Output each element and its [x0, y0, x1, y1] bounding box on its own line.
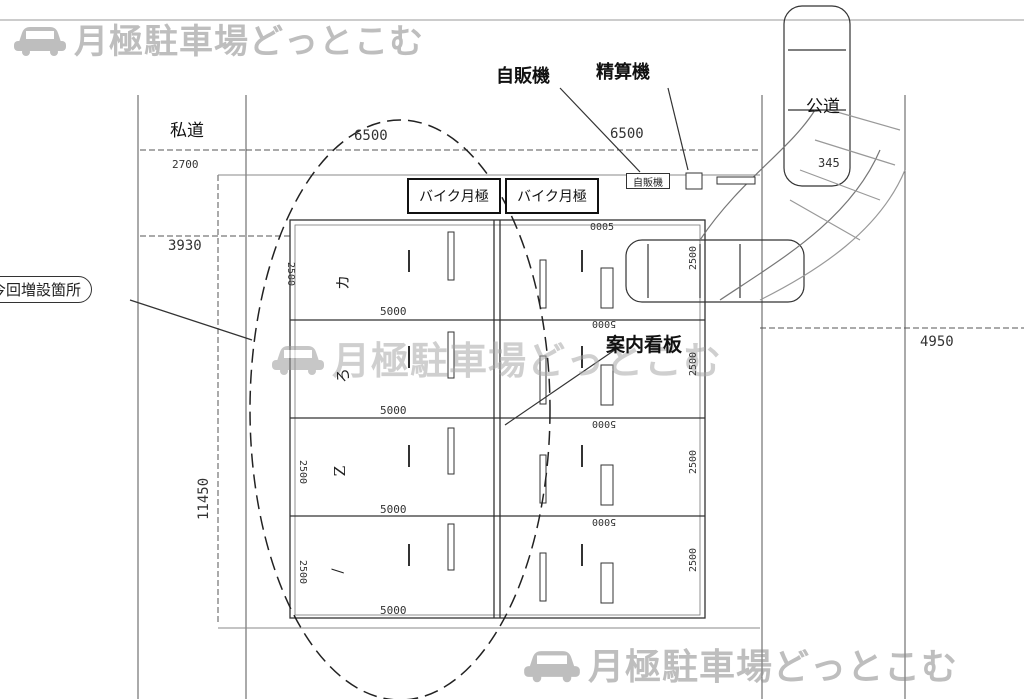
dim-11450: 11450 — [196, 477, 212, 520]
car-icon — [14, 26, 66, 56]
dim-slot-length-bottom: 5000 — [380, 604, 407, 617]
dim-3930: 3930 — [168, 238, 202, 254]
bike-sign-left: バイク月極 — [407, 178, 501, 214]
dim-slot-width: 2500 — [688, 245, 699, 270]
car-icon — [272, 345, 324, 375]
dim-slot-width: 2500 — [688, 547, 699, 572]
dim-slot-length: 5000 — [380, 503, 407, 516]
bike-sign-right: バイク月極 — [505, 178, 599, 214]
watermark-text: 月極駐車場どっとこむ — [588, 647, 959, 688]
dim-0005: 0005 — [590, 222, 615, 233]
info-sign-label: 案内看板 — [606, 334, 683, 356]
dim-slot-width: 2500 — [297, 460, 308, 485]
slot-number-3: Z — [331, 465, 350, 477]
watermark-middle: 月極駐車場どっとこむ — [270, 330, 722, 385]
dim-slot-width: 2500 — [688, 351, 699, 376]
dim-slot-width: 2500 — [688, 449, 699, 474]
dim-slot-length: 5000 — [592, 318, 617, 329]
watermark-bottom: 月極駐車場どっとこむ — [522, 638, 958, 690]
watermark-text: 月極駐車場どっとこむ — [74, 22, 424, 62]
dim-4950: 4950 — [920, 334, 954, 350]
dim-width-right: 6500 — [610, 126, 644, 142]
slot-number-4: / — [328, 568, 347, 574]
dim-slot-length: 5000 — [592, 516, 617, 527]
car-icon — [524, 651, 580, 683]
dim-345: 345 — [818, 156, 840, 170]
dim-slot-length: 5000 — [380, 305, 407, 318]
private-road-label: 私道 — [170, 121, 204, 141]
vending-machine-box: 自販機 — [626, 173, 670, 189]
payment-machine-label: 精算機 — [596, 62, 650, 83]
expansion-callout: 今回増設箇所 — [0, 276, 93, 303]
dim-slot-width: 2500 — [285, 262, 296, 287]
watermark-text: 月極駐車場どっとこむ — [332, 339, 723, 383]
vending-machine-label: 自販機 — [496, 66, 550, 87]
dim-slot-length: 5000 — [592, 418, 617, 429]
slot-number-2: ろ — [334, 367, 353, 384]
watermark-top: 月極駐車場どっとこむ — [12, 14, 424, 63]
public-road-label: 公道 — [806, 97, 840, 117]
dim-width-left: 6500 — [354, 128, 388, 144]
slot-number-1: カ — [334, 274, 353, 291]
dim-slot-width: 2500 — [297, 560, 308, 585]
dim-2700: 2700 — [172, 158, 199, 171]
dim-slot-length: 5000 — [380, 404, 407, 417]
